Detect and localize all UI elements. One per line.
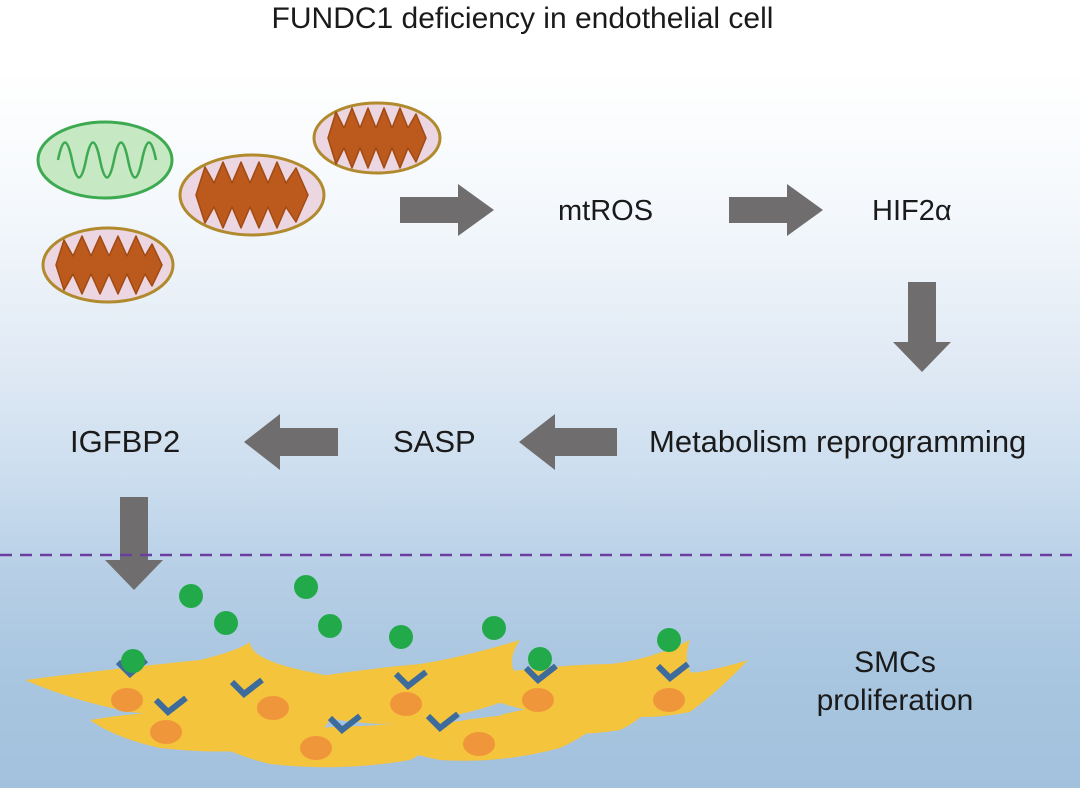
diagram-title: FUNDC1 deficiency in endothelial cell	[271, 2, 774, 35]
igfbp2-particle	[657, 628, 681, 652]
smc-nucleus	[111, 688, 143, 712]
arrow-mtros-to-hif	[729, 184, 823, 236]
smc-cell	[240, 640, 530, 724]
smc-nuclei	[111, 688, 685, 760]
smc-label-line1: SMCs	[854, 646, 936, 679]
smc-nucleus	[522, 688, 554, 712]
arrow-metabolism-to-sasp	[519, 414, 617, 470]
smc-cell	[210, 704, 460, 768]
igfbp2-particle	[121, 649, 145, 673]
smc-label-line2: proliferation	[816, 684, 974, 717]
damaged-mitochondrion-3	[41, 226, 175, 304]
smc-nucleus	[257, 696, 289, 720]
igfbp2-particle	[214, 611, 238, 635]
receptors	[115, 657, 690, 734]
receptor	[425, 711, 460, 732]
damaged-mitochondrion-1	[312, 101, 442, 175]
node-hif2a: HIF2α	[872, 195, 952, 227]
arrow-igfbp2-to-smc	[105, 497, 163, 590]
smc-cell	[500, 690, 660, 734]
arrow-hif-to-metabolism	[893, 282, 951, 372]
node-smc-proliferation: SMCs proliferation	[800, 644, 990, 720]
damaged-mitochondrion-2	[178, 153, 326, 237]
igfbp2-particles	[121, 575, 681, 673]
smc-nucleus	[300, 736, 332, 760]
node-mtros: mtROS	[558, 195, 654, 227]
healthy-mitochondrion	[36, 120, 174, 200]
arrow-sasp-to-igfbp2	[244, 414, 338, 470]
receptor	[327, 713, 362, 734]
arrow-mito-to-mtros	[400, 184, 494, 236]
receptor	[655, 661, 690, 682]
receptor	[153, 695, 188, 716]
igfbp2-particle	[528, 647, 552, 671]
receptor	[229, 677, 264, 698]
smc-nucleus	[150, 720, 182, 744]
receptor	[393, 669, 428, 690]
igfbp2-particle	[482, 616, 506, 640]
node-igfbp2: IGFBP2	[70, 424, 181, 459]
igfbp2-particle	[389, 625, 413, 649]
smc-nucleus	[653, 688, 685, 712]
igfbp2-particle	[294, 575, 318, 599]
smc-nucleus	[390, 692, 422, 716]
receptor	[523, 663, 558, 684]
node-sasp: SASP	[393, 424, 476, 459]
igfbp2-particle	[318, 614, 342, 638]
igfbp2-particle	[179, 584, 203, 608]
node-metabolism-reprogramming: Metabolism reprogramming	[649, 424, 1027, 459]
smc-nucleus	[463, 732, 495, 756]
